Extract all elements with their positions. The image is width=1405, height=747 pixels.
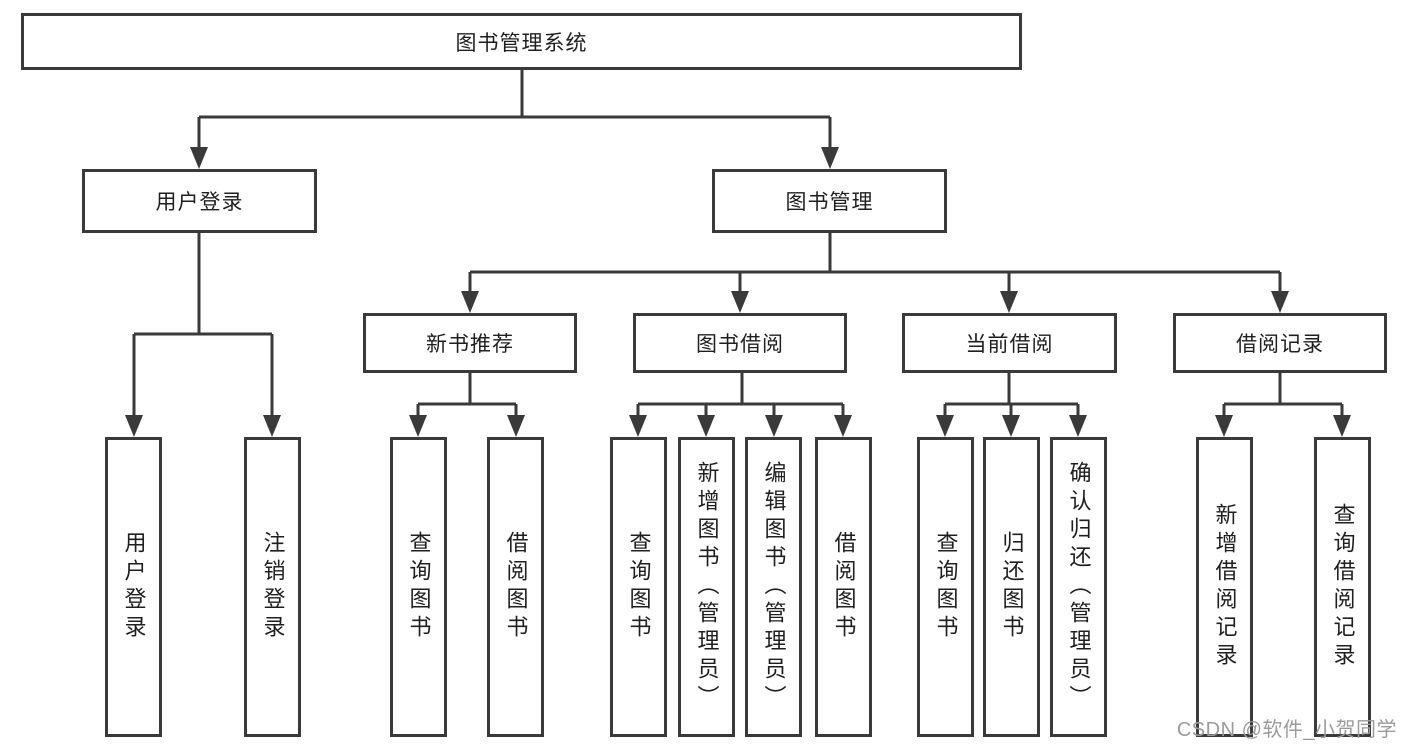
node-label: 用户登录 [121, 531, 147, 643]
edge-bookborrow-bus [636, 373, 845, 418]
node-label: 查询图书 [406, 531, 432, 643]
arrow-down-icon [507, 415, 525, 437]
leaf-query-books: 查询图书 [917, 437, 974, 737]
node-label: 新增借阅记录 [1212, 503, 1238, 671]
leaf-query-books: 查询图书 [610, 437, 667, 737]
node-label: 借阅记录 [1236, 333, 1324, 356]
node-label: 借阅图书 [831, 531, 857, 643]
edge-root-bus [197, 70, 832, 150]
edge-userlogin-bus [132, 233, 274, 418]
arrow-down-icon [629, 415, 647, 437]
leaf-borrow-books: 借阅图书 [815, 437, 872, 737]
arrow-down-icon [731, 291, 749, 313]
node-label: 编辑图书（管理员） [761, 461, 787, 713]
arrow-down-icon [1069, 415, 1087, 437]
leaf-borrow-books: 借阅图书 [487, 437, 544, 737]
watermark-text: CSDN @软件_小贺同学 [1176, 719, 1397, 741]
leaf-confirm-return-admin: 确认归还（管理员） [1050, 437, 1107, 737]
arrow-down-icon [834, 415, 852, 437]
leaf-user-login: 用户登录 [105, 437, 162, 737]
arrowheads [125, 147, 1351, 437]
edge-newbook-bus [416, 373, 518, 418]
node-label: 注销登录 [260, 531, 286, 643]
node-borrow-record: 借阅记录 [1173, 313, 1387, 373]
arrow-down-icon [409, 415, 427, 437]
leaf-add-borrow-record: 新增借阅记录 [1196, 437, 1253, 737]
arrow-down-icon [461, 291, 479, 313]
node-user-login: 用户登录 [82, 169, 317, 233]
arrow-down-icon [697, 415, 715, 437]
node-label: 图书管理系统 [455, 31, 588, 55]
node-label: 查询图书 [626, 531, 652, 643]
node-label: 查询借阅记录 [1330, 503, 1356, 671]
node-label: 图书借阅 [696, 333, 784, 356]
edge-borrowrecord-bus [1222, 373, 1344, 418]
edge-bookmgmt-bus [468, 233, 1282, 294]
arrow-down-icon [1333, 415, 1351, 437]
node-book-borrow: 图书借阅 [633, 313, 847, 373]
node-new-book-recommend: 新书推荐 [363, 313, 577, 373]
node-root-system: 图书管理系统 [21, 13, 1022, 70]
arrow-down-icon [765, 415, 783, 437]
node-label: 借阅图书 [503, 531, 529, 643]
node-label: 确认归还（管理员） [1066, 461, 1092, 713]
node-book-management: 图书管理 [712, 169, 947, 233]
node-label: 当前借阅 [965, 333, 1054, 356]
leaf-edit-books-admin: 编辑图书（管理员） [745, 437, 802, 737]
leaf-query-borrow-record: 查询借阅记录 [1314, 437, 1371, 737]
arrow-down-icon [1000, 291, 1018, 313]
arrow-down-icon [1215, 415, 1233, 437]
arrow-down-icon [1271, 291, 1289, 313]
arrow-down-icon [125, 415, 143, 437]
node-label: 新增图书（管理员） [694, 461, 720, 713]
node-label: 图书管理 [785, 191, 874, 214]
node-label: 归还图书 [999, 531, 1025, 643]
arrow-down-icon [821, 147, 839, 169]
leaf-return-books: 归还图书 [983, 437, 1040, 737]
node-label: 新书推荐 [426, 333, 514, 356]
node-label: 用户登录 [155, 191, 244, 214]
arrow-down-icon [936, 415, 954, 437]
arrow-down-icon [1002, 415, 1020, 437]
edge-currentborrow-bus [943, 373, 1080, 418]
leaf-logout: 注销登录 [244, 437, 301, 737]
node-current-borrow: 当前借阅 [902, 313, 1117, 373]
leaf-query-books: 查询图书 [390, 437, 447, 737]
node-label: 查询图书 [933, 531, 959, 643]
leaf-add-books-admin: 新增图书（管理员） [678, 437, 735, 737]
arrow-down-icon [190, 147, 208, 169]
arrow-down-icon [263, 415, 281, 437]
